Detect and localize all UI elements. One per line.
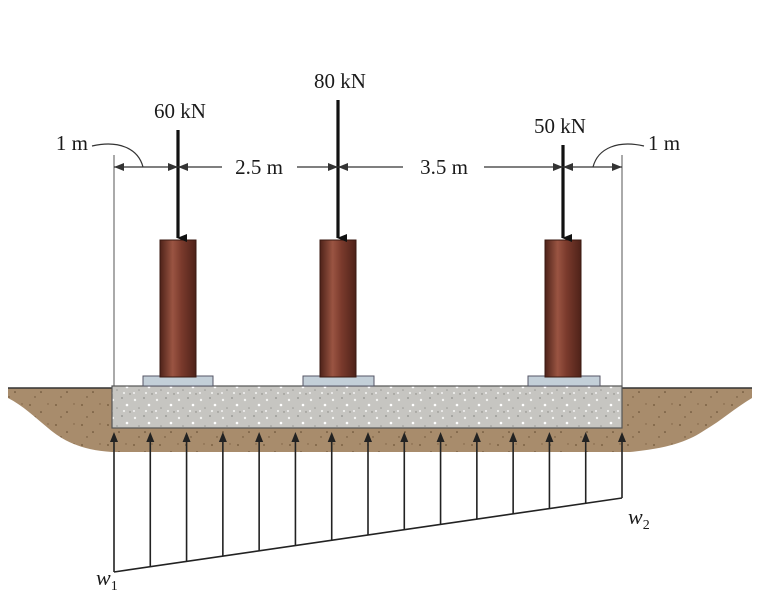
dim-label-span-2: 3.5 m — [420, 155, 468, 179]
pressure-arrowhead — [581, 432, 590, 442]
pressure-label-w2: w2 — [628, 504, 650, 533]
dim-label-left-overhang: 1 m — [56, 131, 88, 155]
pressure-arrowhead — [327, 432, 336, 442]
pressure-arrowhead — [218, 432, 227, 442]
pressure-arrowhead — [545, 432, 554, 442]
pressure-arrowhead — [110, 432, 118, 442]
base-plates — [142, 375, 601, 387]
load-label-left: 60 kN — [154, 99, 206, 123]
column-middle — [319, 239, 357, 378]
dim-label-right-overhang: 1 m — [648, 131, 680, 155]
pressure-envelope — [113, 497, 623, 573]
dimension-line — [114, 163, 622, 171]
pressure-arrowhead — [146, 432, 155, 442]
pressure-arrowhead — [182, 432, 191, 442]
pressure-arrowhead — [509, 432, 518, 442]
extension-lines — [113, 155, 623, 386]
pressure-arrowhead — [255, 432, 264, 442]
pressure-arrowhead — [436, 432, 445, 442]
pressure-arrowhead — [400, 432, 409, 442]
columns — [159, 239, 582, 378]
footing — [111, 385, 623, 429]
load-arrows — [176, 100, 572, 242]
pressure-label-w1: w1 — [96, 565, 118, 594]
pressure-arrowhead — [618, 432, 626, 442]
pressure-arrows — [110, 432, 626, 572]
dim-label-span-1: 2.5 m — [235, 155, 283, 179]
load-label-right: 50 kN — [534, 114, 586, 138]
pressure-arrowhead — [472, 432, 481, 442]
leader-right-1m — [592, 143, 645, 168]
pressure-arrowhead — [291, 432, 300, 442]
leader-left-1m — [91, 143, 144, 168]
load-label-middle: 80 kN — [314, 69, 366, 93]
column-right — [544, 239, 582, 378]
pressure-arrowhead — [364, 432, 372, 442]
column-left — [159, 239, 197, 378]
